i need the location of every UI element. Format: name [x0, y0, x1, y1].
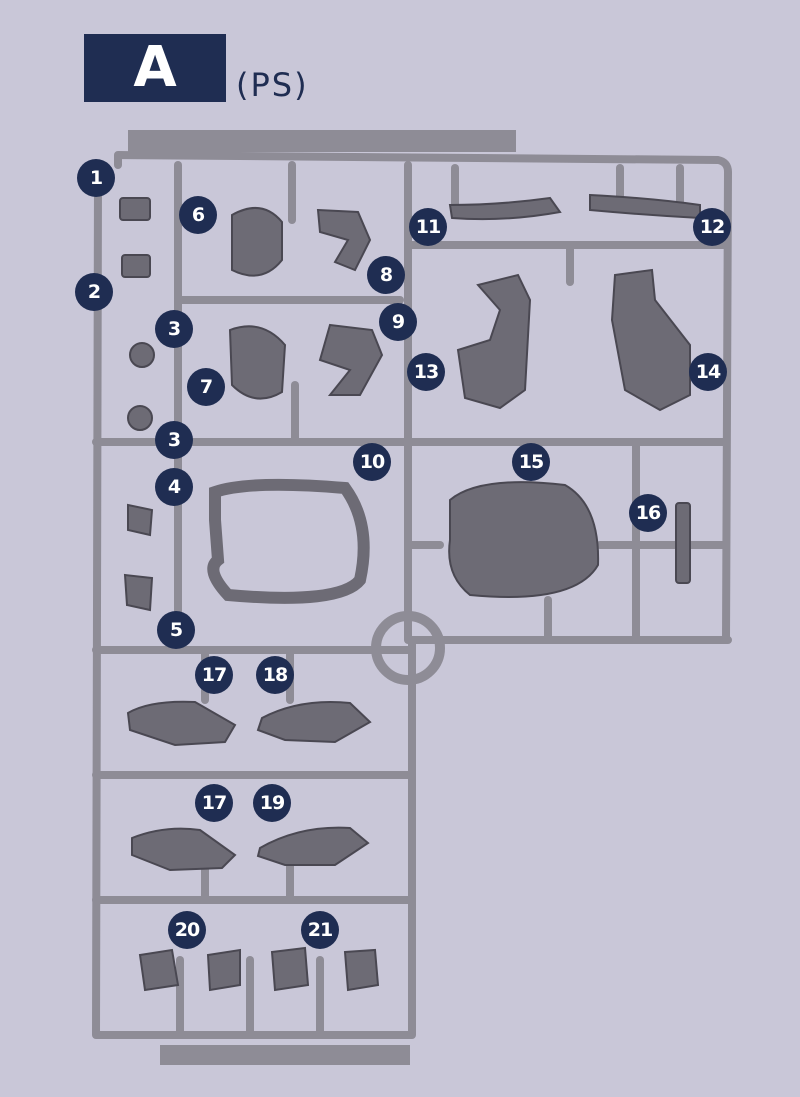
part-13 [456, 273, 532, 410]
part-2 [121, 254, 151, 278]
part-4 [127, 503, 154, 537]
part-number-16: 16 [629, 494, 667, 532]
part-10 [207, 478, 370, 604]
part-8 [316, 208, 372, 272]
sprue-letter-box: A [84, 34, 226, 102]
part-number-18: 18 [256, 656, 294, 694]
part-17a [126, 700, 237, 747]
part-15 [448, 481, 600, 598]
part-19 [256, 826, 370, 866]
material-label: (PS) [236, 66, 309, 104]
part-number-14: 14 [689, 353, 727, 391]
part-7 [228, 325, 287, 400]
part-number-17: 17 [195, 784, 233, 822]
part-17b [131, 827, 237, 872]
part-number-10: 10 [353, 443, 391, 481]
part-11 [448, 196, 562, 221]
part-18 [256, 701, 372, 744]
runner-ring [371, 611, 445, 685]
part-number-5: 5 [157, 611, 195, 649]
part-number-21: 21 [301, 911, 339, 949]
part-number-12: 12 [693, 208, 731, 246]
part-number-6: 6 [179, 196, 217, 234]
part-number-11: 11 [409, 208, 447, 246]
part-number-8: 8 [367, 256, 405, 294]
part-number-2: 2 [75, 273, 113, 311]
part-number-3: 3 [155, 310, 193, 348]
part-20a [138, 948, 180, 992]
part-number-13: 13 [407, 353, 445, 391]
part-16 [675, 502, 691, 584]
part-number-9: 9 [379, 303, 417, 341]
part-number-17: 17 [195, 656, 233, 694]
part-number-19: 19 [253, 784, 291, 822]
sprue-letter: A [133, 35, 177, 100]
parts [119, 193, 701, 992]
part-3a [129, 342, 155, 368]
part-9 [318, 323, 384, 396]
part-number-15: 15 [512, 443, 550, 481]
part-3b [127, 405, 153, 431]
part-number-4: 4 [155, 468, 193, 506]
part-21a [270, 946, 310, 992]
part-1 [119, 197, 151, 221]
part-number-3: 3 [155, 421, 193, 459]
part-14 [610, 268, 691, 412]
part-number-1: 1 [77, 159, 115, 197]
part-6 [231, 207, 283, 277]
part-20b [206, 948, 241, 992]
part-number-7: 7 [187, 368, 225, 406]
part-21b [343, 948, 380, 992]
part-number-20: 20 [168, 911, 206, 949]
part-5 [123, 573, 154, 612]
